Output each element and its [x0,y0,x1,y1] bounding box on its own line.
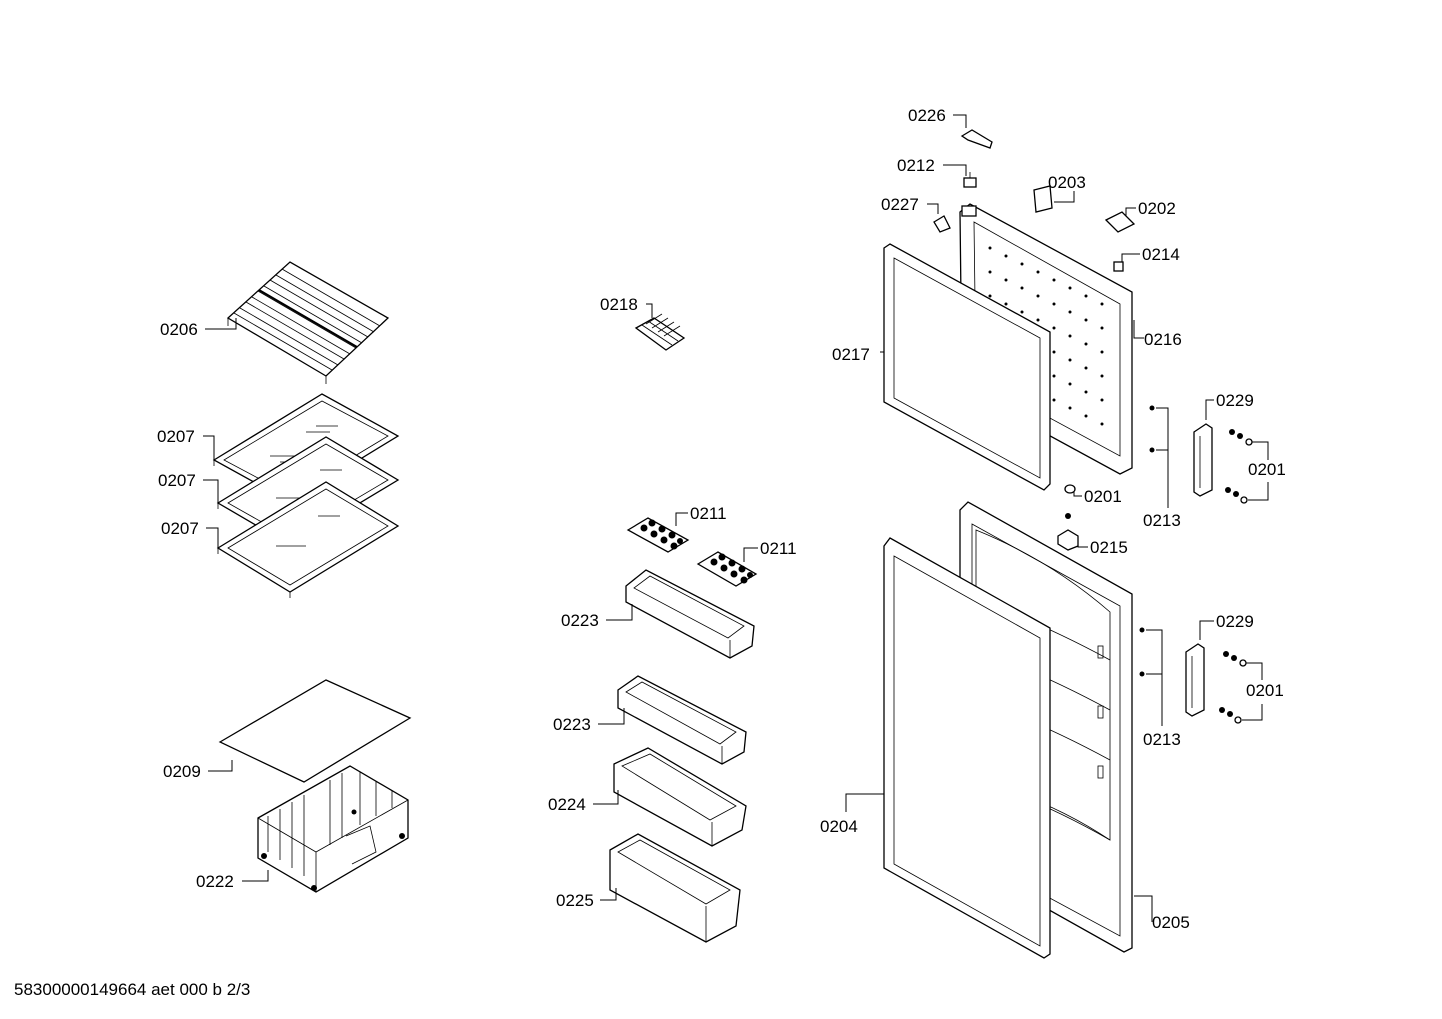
crisper-cover-plate [218,679,412,783]
label-0202: 0202 [1138,199,1176,218]
label-0217: 0217 [832,345,870,364]
label-0211-second: 0211 [760,539,797,558]
fridge-handle [1185,643,1205,717]
door-bin-deep [613,747,747,847]
glass-shelf-bottom [216,481,400,598]
freezer-door-gasket [883,243,1051,491]
label-0214: 0214 [1142,245,1180,264]
egg-tray-1 [626,517,690,553]
door-bin-middle [617,675,747,765]
hinge-pin-0212 [963,172,977,188]
hinge-0215 [1057,513,1079,551]
label-0223-middle: 0223 [553,715,591,734]
label-0222: 0222 [196,872,234,891]
label-0225: 0225 [556,891,594,910]
label-0211-first: 0211 [690,504,727,523]
freezer-handle [1193,423,1213,497]
label-0215: 0215 [1090,538,1128,557]
label-plate-0203 [1033,185,1053,213]
label-0204: 0204 [820,817,858,836]
label-0227: 0227 [881,195,919,214]
label-0224: 0224 [548,795,586,814]
pad-0227 [933,215,951,233]
document-id: 58300000149664 aet 000 b 2/3 [14,980,251,999]
cap-0202 [1104,211,1136,233]
egg-tray-2 [696,551,758,587]
label-0207-top: 0207 [157,427,195,446]
label-0206: 0206 [160,320,198,339]
label-0213-freezer: 0213 [1143,511,1181,530]
label-0207-middle: 0207 [158,471,196,490]
door-bin-bottle [609,833,741,943]
label-0203: 0203 [1048,173,1086,192]
ice-cube-tray [634,313,686,351]
clip-0214 [1113,261,1124,272]
door-bin-upper [625,569,755,659]
label-0229-fridge: 0229 [1216,612,1254,631]
freezer-handle-screws [1225,429,1253,504]
freezer-hinge-screws [1149,405,1155,453]
label-0218: 0218 [600,295,638,314]
label-0216: 0216 [1144,330,1182,349]
label-0213-fridge: 0213 [1143,730,1181,749]
label-0226: 0226 [908,106,946,125]
crisper-drawer [257,765,409,893]
fridge-handle-screws [1219,651,1247,724]
label-0205: 0205 [1152,913,1190,932]
washer-0201-center [1064,484,1076,494]
label-0201-center: 0201 [1084,487,1122,506]
label-0207-bottom: 0207 [161,519,199,538]
fridge-hinge-screws [1139,627,1145,677]
label-0212: 0212 [897,156,935,175]
label-0201-fridge: 0201 [1246,681,1284,700]
hinge-cover-0226 [960,129,993,149]
fridge-door-gasket [883,537,1051,959]
label-0209: 0209 [163,762,201,781]
label-0229-freezer: 0229 [1216,391,1254,410]
label-0201-freezer: 0201 [1248,460,1286,479]
wire-shelf [226,261,390,384]
label-0223-upper: 0223 [561,611,599,630]
